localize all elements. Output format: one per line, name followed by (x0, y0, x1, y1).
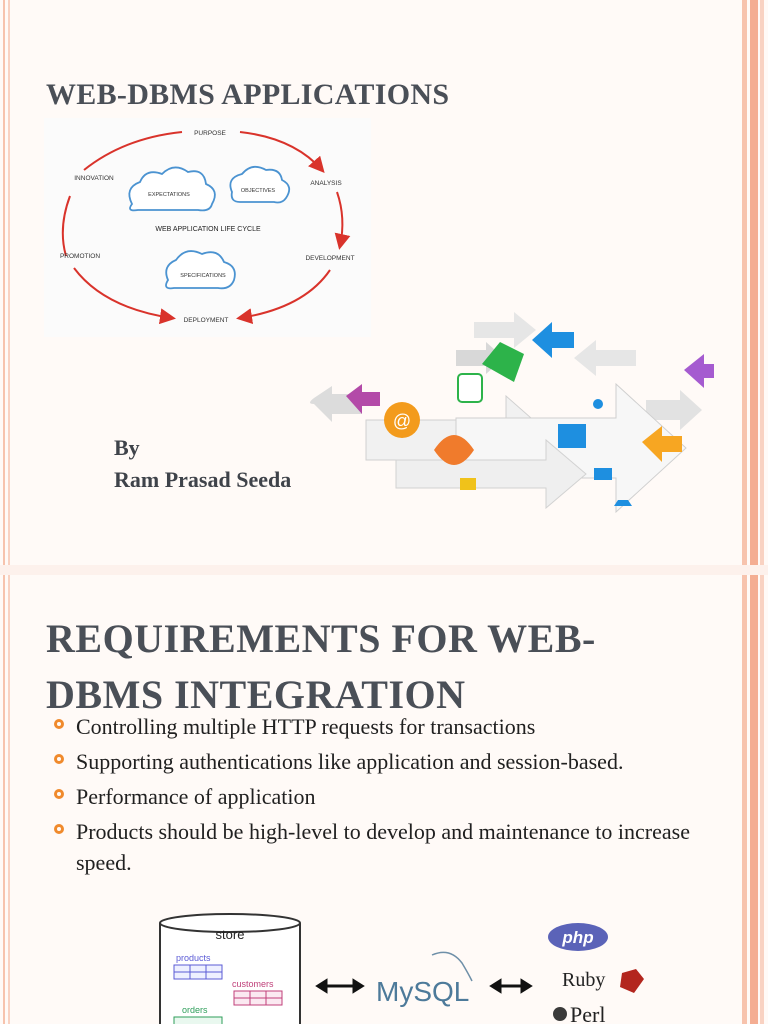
slide-requirements-heading: REQUIREMENTS FOR WEB-DBMS INTEGRATION (46, 616, 596, 717)
slide-requirements: REQUIREMENTS FOR WEB-DBMS INTEGRATION Co… (0, 575, 768, 1024)
stage-label-innovation: INNOVATION (74, 175, 114, 182)
slide-title: WEB-DBMS APPLICATIONS PURPOSE (0, 0, 768, 565)
table-products-label: products (176, 953, 211, 963)
cloud-label-expectations: EXPECTATIONS (148, 192, 190, 198)
stage-label-development: DEVELOPMENT (305, 255, 354, 262)
php-logo: php (561, 928, 593, 947)
list-item: Performance of application (52, 781, 712, 812)
stage-label-purpose: PURPOSE (194, 130, 226, 137)
web-app-life-cycle-diagram: PURPOSE ANALYSIS DEVELOPMENT DEPLOYMENT … (44, 118, 371, 337)
cloud-label-specifications: SPECIFICATIONS (180, 273, 226, 279)
slide-title-heading: WEB-DBMS APPLICATIONS (46, 78, 450, 111)
table-orders-label: orders (182, 1005, 208, 1015)
stage-label-promotion: PROMOTION (60, 253, 100, 260)
connectivity-arrows-illustration: @ (306, 300, 716, 540)
mysql-logo: MySQL (376, 976, 469, 1007)
slide-right-border (738, 575, 768, 1024)
bullet-ring-icon (54, 824, 64, 834)
slide-left-border (0, 0, 14, 565)
requirements-list: Controlling multiple HTTP requests for t… (52, 711, 712, 882)
stage-label-analysis: ANALYSIS (310, 180, 342, 187)
bullet-ring-icon (54, 789, 64, 799)
store-label: store (216, 927, 245, 942)
svg-text:@: @ (393, 411, 411, 431)
author-name: Ram Prasad Seeda (114, 467, 292, 492)
list-item: Supporting authentications like applicat… (52, 746, 712, 777)
slide-left-border (0, 575, 14, 1024)
list-item: Products should be high-level to develop… (52, 816, 712, 878)
cycle-center-label: WEB APPLICATION LIFE CYCLE (155, 226, 261, 233)
perl-logo: Perl (570, 1002, 605, 1024)
table-customers-label: customers (232, 979, 274, 989)
by-label: By (114, 435, 140, 460)
list-item: Controlling multiple HTTP requests for t… (52, 711, 712, 742)
bullet-ring-icon (54, 719, 64, 729)
cloud-label-objectives: OBJECTIVES (241, 188, 276, 194)
slide-right-border (738, 0, 768, 565)
web-stack-diagram: store products customers orders (150, 913, 670, 1024)
stage-label-deployment: DEPLOYMENT (184, 317, 229, 324)
bullet-ring-icon (54, 754, 64, 764)
ruby-logo: Ruby (562, 969, 605, 991)
byline: By Ram Prasad Seeda (114, 432, 291, 496)
